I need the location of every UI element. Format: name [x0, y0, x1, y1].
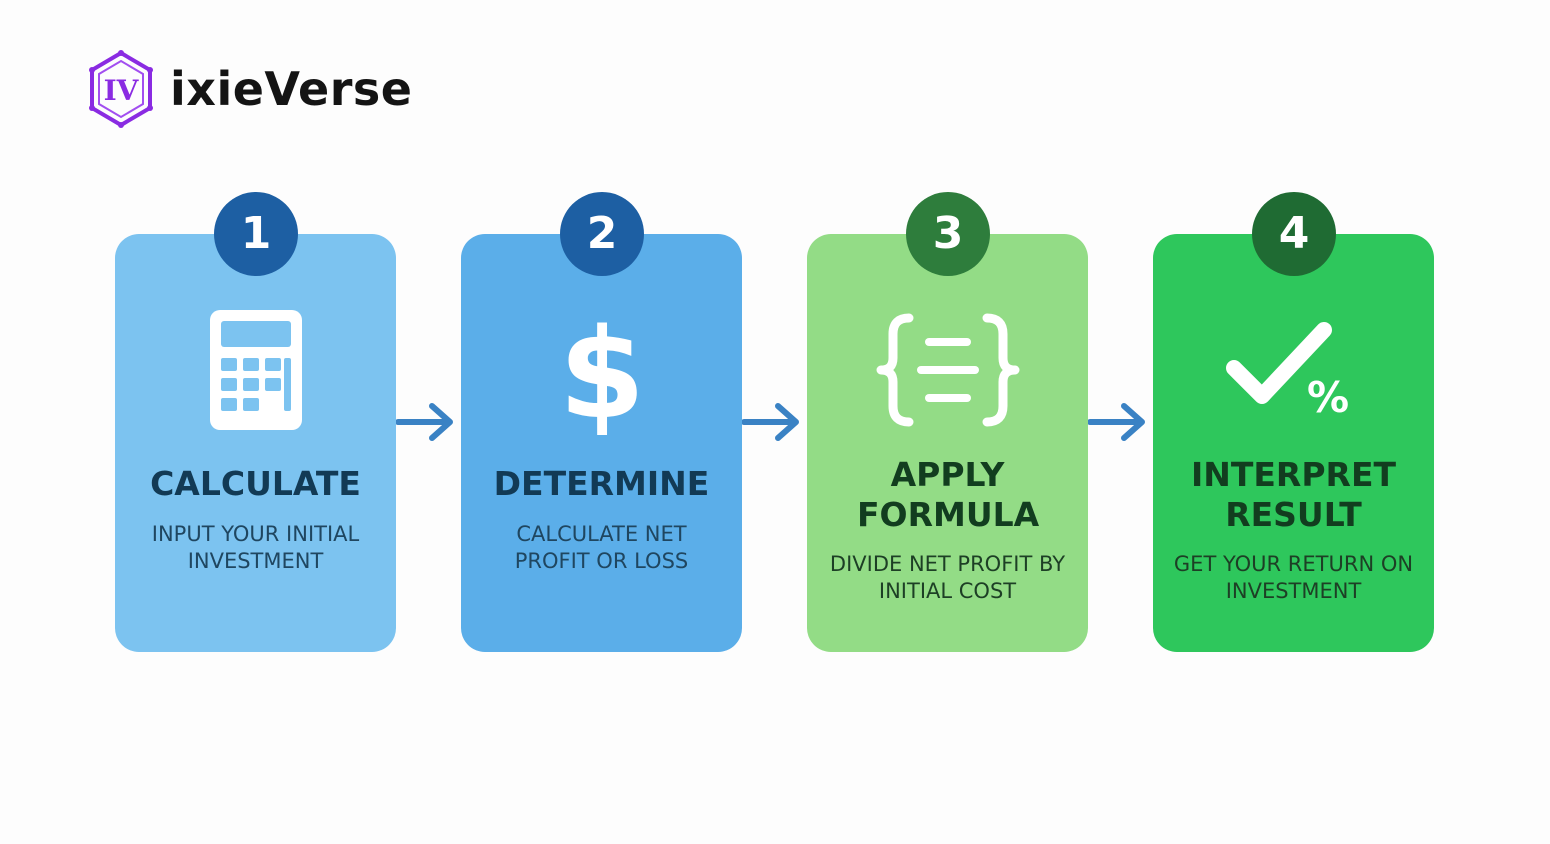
- step-description-1: INPUT YOUR INITIAL INVESTMENT: [151, 522, 360, 573]
- brand-logo: IV ixieVerse: [88, 50, 412, 128]
- logo-mark-letters: IV: [104, 74, 140, 107]
- checkmark-percent-icon: %: [1225, 322, 1349, 420]
- calculator-icon: [209, 310, 302, 430]
- step-description-3: DIVIDE NET PROFIT BY INITIAL COST: [829, 552, 1066, 603]
- step-title-1: CALCULATE: [150, 464, 361, 503]
- step-description-4: GET YOUR RETURN ON INVESTMENT: [1173, 552, 1414, 603]
- step-number-badge-4: 4: [1252, 192, 1336, 276]
- arrow-right-icon: [396, 403, 453, 441]
- logo-text: ixieVerse: [170, 62, 413, 116]
- step-icon-1: [115, 300, 396, 440]
- step-card-2: [461, 234, 742, 652]
- step-icon-4: %: [1153, 300, 1434, 440]
- step-icon-3: [807, 300, 1088, 440]
- step-title-3: APPLY FORMULA: [857, 455, 1040, 534]
- step-title-2: DETERMINE: [493, 464, 710, 503]
- formula-braces-icon: [876, 313, 1019, 427]
- step-description-2: CALCULATE NET PROFIT OR LOSS: [514, 522, 689, 573]
- step-title-4: INTERPRET RESULT: [1190, 455, 1396, 534]
- step-number-badge-2: 2: [560, 192, 644, 276]
- step-number-badge-1: 1: [214, 192, 298, 276]
- step-number-badge-3: 3: [906, 192, 990, 276]
- arrow-right-icon: [1088, 403, 1145, 441]
- step-card-4: [1153, 234, 1434, 652]
- dollar-icon: $: [558, 305, 644, 435]
- step-card-3: [807, 234, 1088, 652]
- svg-text:$: $: [558, 305, 644, 435]
- arrow-right-icon: [742, 403, 799, 441]
- svg-text:%: %: [1306, 373, 1348, 420]
- step-icon-2: $: [461, 300, 742, 440]
- logo-hexagon-icon: IV: [89, 50, 153, 128]
- step-card-1: [115, 234, 396, 652]
